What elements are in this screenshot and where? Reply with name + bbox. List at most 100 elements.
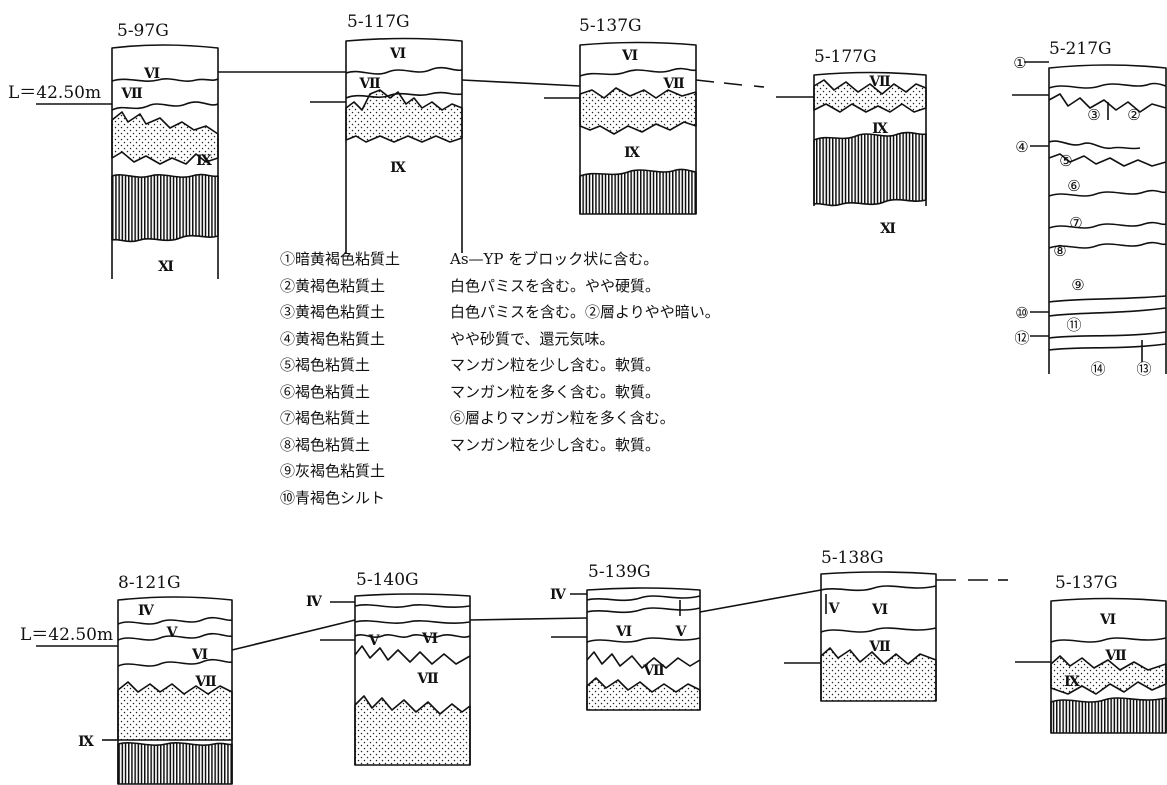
layer-label: Ⅺ <box>880 221 896 237</box>
layer-number: ② <box>1127 106 1140 124</box>
layer-label: Ⅴ <box>166 625 179 641</box>
legend-layer-desc: 白色パミスを含む。②層よりやや暗い。 <box>450 303 720 321</box>
section-label: 5-217G <box>1049 39 1112 59</box>
legend-row: ⑩青褐色シルト <box>280 485 720 512</box>
layer-label: Ⅶ <box>194 674 216 690</box>
legend-row: ③黄褐色粘質土 白色パミスを含む。②層よりやや暗い。 <box>280 299 720 326</box>
layer-label: Ⅳ <box>306 594 323 610</box>
section-label: 5-137G <box>579 16 642 36</box>
legend-layer-desc: As—YP をブロック状に含む。 <box>450 250 659 268</box>
layer-number: ⑦ <box>1069 214 1082 232</box>
legend-layer-name: ⑦褐色粘質土 <box>280 409 371 427</box>
layer-number: ⑩ <box>1015 304 1028 322</box>
layer-number: ⑬ <box>1136 360 1151 378</box>
column-5-139g <box>551 587 701 711</box>
layer-label: Ⅵ <box>615 624 632 640</box>
section-label: 5-139G <box>588 562 651 582</box>
layer-label: Ⅶ <box>1104 648 1126 664</box>
layer-number: ⑧ <box>1053 242 1066 260</box>
column-5-97g <box>36 44 219 279</box>
layer-label: Ⅸ <box>390 160 406 176</box>
legend-layer-name: ⑧褐色粘質土 <box>280 435 371 454</box>
section-label: 5-137G <box>1055 573 1118 593</box>
column-5-117g <box>310 37 463 253</box>
layer-number: ⑥ <box>1067 177 1080 195</box>
level-label: L＝42.50m <box>20 625 113 645</box>
layer-number: ③ <box>1087 106 1100 124</box>
section-label: 5-138G <box>821 548 884 568</box>
layer-number: ⑭ <box>1090 360 1105 378</box>
section-labels: 5-97G 5-117G 5-137G 5-177G 5-217G 8-121G… <box>117 12 1118 593</box>
layer-label: Ⅵ <box>143 66 160 82</box>
layer-label: Ⅺ <box>158 259 174 275</box>
layer-numbers: ① ③ ② ④ ⑤ ⑥ ⑦ ⑧ ⑨ ⑩ ⑪ ⑫ ⑭ ⑬ <box>1013 54 1151 378</box>
legend-row: ⑨灰褐色粘質土 <box>280 458 720 485</box>
column-5-137g <box>544 41 697 215</box>
legend-row: ⑤褐色粘質土 マンガン粒を少し含む。軟質。 <box>280 352 720 379</box>
column-5-140g <box>320 593 471 766</box>
layer-label: Ⅵ <box>421 631 438 647</box>
legend-layer-name: ⑨灰褐色粘質土 <box>280 462 386 480</box>
layer-number: ④ <box>1015 138 1028 156</box>
legend-layer-name: ③黄褐色粘質土 <box>280 303 386 321</box>
legend-layer-desc: やや砂質で、還元気味。 <box>450 329 615 348</box>
legend-layer-name: ⑥褐色粘質土 <box>280 382 371 401</box>
legend-row: ⑧褐色粘質土 マンガン粒を少し含む。軟質。 <box>280 432 720 459</box>
legend-layer-desc: マンガン粒を多く含む。軟質。 <box>450 382 661 401</box>
layer-label: Ⅳ <box>550 587 567 603</box>
section-label: 5-177G <box>814 47 877 67</box>
layer-label: Ⅶ <box>868 639 890 655</box>
layer-label: Ⅵ <box>389 46 406 62</box>
layer-label: Ⅶ <box>642 663 664 679</box>
legend-layer-name: ①暗黄褐色粘質土 <box>280 250 401 268</box>
layer-number: ① <box>1013 54 1026 72</box>
layer-label: Ⅸ <box>872 121 888 137</box>
layer-label: Ⅴ <box>828 601 841 617</box>
layer-number: ⑤ <box>1059 152 1072 170</box>
legend-layer-desc: ⑥層よりマンガン粒を多く含む。 <box>450 409 675 427</box>
layer-label: Ⅸ <box>624 145 640 161</box>
layer-number: ⑪ <box>1066 316 1081 334</box>
legend-row: ①暗黄褐色粘質土 As—YP をブロック状に含む。 <box>280 246 720 273</box>
column-8-121g <box>36 596 233 785</box>
layer-number: ⑨ <box>1071 276 1084 294</box>
legend-layer-name: ②黄褐色粘質土 <box>280 276 386 295</box>
legend-layer-name: ⑤褐色粘質土 <box>280 356 371 374</box>
legend-row: ⑥褐色粘質土 マンガン粒を多く含む。軟質。 <box>280 379 720 406</box>
layer-label: Ⅶ <box>358 76 380 92</box>
column-5-138g <box>784 571 937 702</box>
layer-label: Ⅶ <box>416 671 438 687</box>
legend-layer-desc: マンガン粒を少し含む。軟質。 <box>450 435 661 454</box>
layer-label: Ⅵ <box>1099 612 1116 628</box>
legend-layer-name: ⑩青褐色シルト <box>280 488 386 507</box>
section-label: 5-117G <box>347 12 410 32</box>
column-5-217g <box>1012 61 1167 374</box>
layer-label: Ⅳ <box>138 603 155 619</box>
layer-label: Ⅵ <box>621 48 638 64</box>
legend-row: ④黄褐色粘質土 やや砂質で、還元気味。 <box>280 326 720 353</box>
layer-label: Ⅶ <box>662 76 684 92</box>
layer-label: Ⅵ <box>191 647 208 663</box>
section-label: 5-140G <box>356 570 419 590</box>
layer-label: Ⅶ <box>120 86 142 102</box>
level-label: L＝42.50m <box>8 83 101 103</box>
layer-label: Ⅸ <box>1064 674 1080 690</box>
legend-layer-desc: マンガン粒を少し含む。軟質。 <box>450 356 661 374</box>
layer-label: Ⅸ <box>78 734 94 750</box>
legend-layer-name: ④黄褐色粘質土 <box>280 329 386 348</box>
legend-row: ⑦褐色粘質土 ⑥層よりマンガン粒を多く含む。 <box>280 405 720 432</box>
layer-label: Ⅵ <box>871 602 888 618</box>
column-5-177g <box>776 71 927 207</box>
column-5-137g-bottom <box>1015 597 1167 734</box>
section-label: 8-121G <box>118 573 181 593</box>
legend-layer-desc: 白色パミスを含む。やや硬質。 <box>450 276 661 295</box>
layer-label: Ⅴ <box>675 624 688 640</box>
legend-row: ②黄褐色粘質土 白色パミスを含む。やや硬質。 <box>280 273 720 300</box>
layer-label: Ⅸ <box>196 153 212 169</box>
section-label: 5-97G <box>117 21 169 41</box>
layer-label: Ⅴ <box>368 633 381 649</box>
roman-labels: Ⅵ Ⅶ Ⅸ Ⅺ Ⅵ Ⅶ Ⅸ Ⅵ Ⅶ Ⅸ Ⅶ Ⅸ Ⅺ Ⅳ Ⅴ Ⅵ Ⅶ Ⅸ Ⅳ Ⅴ … <box>78 46 1127 750</box>
layer-number: ⑫ <box>1014 329 1029 347</box>
